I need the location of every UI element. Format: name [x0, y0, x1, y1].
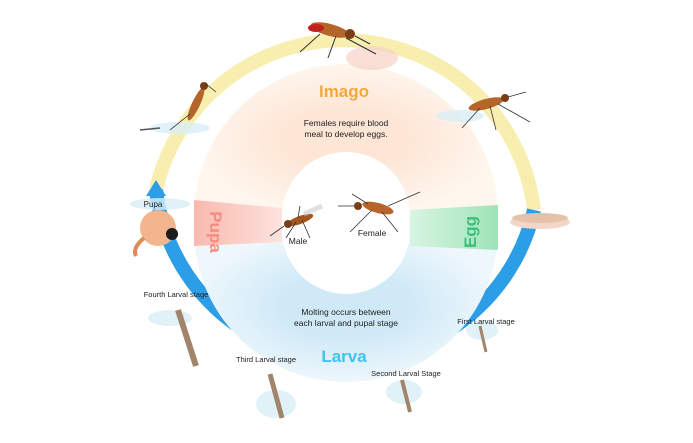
male-mosquito-illustration: [269, 203, 324, 239]
female-mosquito-illustration: [338, 191, 421, 233]
larva-wedge: [194, 230, 498, 382]
third-larva-illustration: [256, 373, 296, 419]
adult-mosquito-upper-right: [436, 91, 531, 131]
inner-disc: [194, 64, 498, 382]
imago-note-line1: Females require blood: [304, 118, 389, 128]
emerging-mosquito-upper-left: [139, 82, 217, 134]
first-larval-label: First Larval stage: [457, 317, 515, 326]
fourth-larval-label: Fourth Larval stage: [144, 290, 209, 299]
stage-title-pupa: Pupa: [206, 211, 225, 253]
egg-raft-illustration: [510, 213, 570, 229]
first-larva-illustration: [466, 320, 498, 353]
second-larval-label: Second Larval Stage: [371, 369, 441, 378]
egg-wedge: [410, 205, 498, 250]
ring-arrow-head: [146, 180, 166, 196]
larva-note-line2: each larval and pupal stage: [294, 318, 398, 328]
stage-title-egg: Egg: [461, 216, 480, 248]
imago-note-line2: meal to develop eggs.: [304, 129, 387, 139]
adult-mosquito-top: [299, 22, 398, 70]
larva-note-line1: Molting occurs between: [301, 307, 391, 317]
pupa-label: Pupa: [144, 200, 163, 209]
stage-title-larva: Larva: [321, 347, 367, 366]
center-circle: [282, 160, 410, 288]
male-label: Male: [289, 236, 308, 246]
pupa-wedge: [194, 200, 282, 246]
female-label: Female: [358, 228, 387, 238]
third-larval-label: Third Larval stage: [236, 355, 296, 364]
stage-title-imago: Imago: [319, 82, 369, 101]
pupa-illustration: [130, 198, 190, 257]
fourth-larva-illustration: [148, 309, 199, 367]
imago-wedge: [194, 64, 498, 216]
second-larva-illustration: [386, 379, 422, 413]
